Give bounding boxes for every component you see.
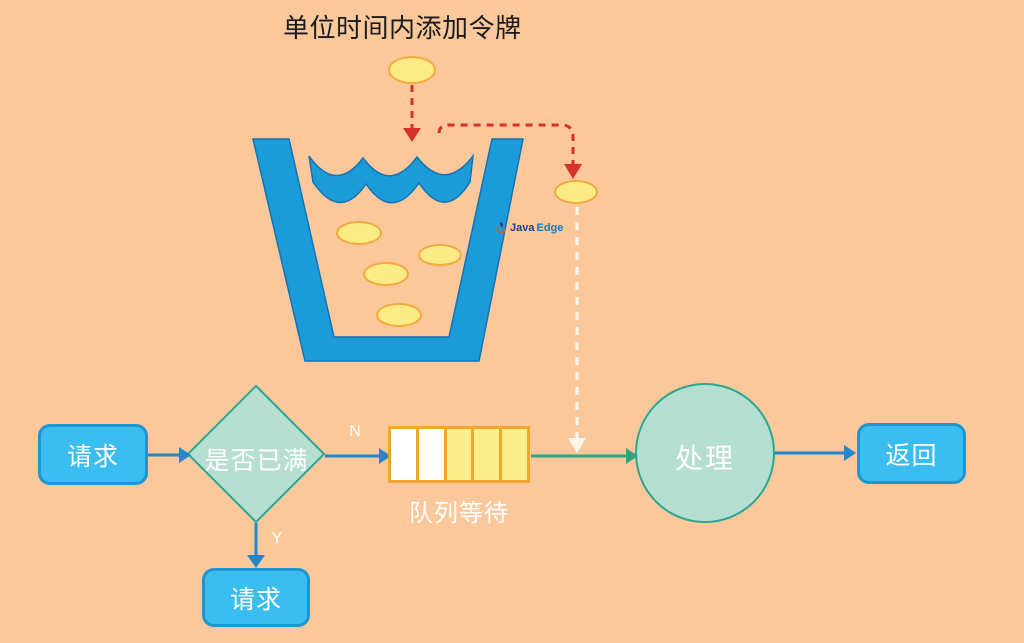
watermark-java: Java (510, 222, 535, 234)
queue-cell-empty (391, 429, 416, 480)
water-wave-shape (308, 153, 475, 204)
bucket-shape (252, 138, 524, 362)
bucket-token-icon (376, 303, 422, 327)
node-decision-label: 是否已满 (204, 447, 309, 475)
token-to-flow-arrowhead-icon (568, 438, 586, 453)
process-circle-shape (635, 383, 775, 523)
node-return-label: 返回 (885, 441, 938, 470)
token-drop-arrowhead-icon (403, 128, 421, 142)
overflow-token-arrowhead-icon (564, 164, 582, 179)
queue-cells (388, 426, 530, 483)
node-request-start-label: 请求 (66, 442, 119, 471)
watermark-edge: Edge (536, 222, 564, 234)
bucket-token-icon (363, 262, 409, 286)
queue-cell-filled (499, 429, 527, 480)
arrowhead-icon (844, 445, 856, 461)
overflow-token-icon (554, 180, 598, 204)
javaedge-logo-icon (496, 221, 506, 234)
branch-no-label: N (349, 423, 361, 440)
diagram-title: 单位时间内添加令牌 (283, 13, 522, 43)
queue-label: 队列等待 (409, 500, 509, 527)
incoming-token-icon (388, 56, 436, 84)
arrowhead-icon (379, 448, 391, 464)
branch-yes-label: Y (271, 530, 283, 547)
queue-cell-filled (443, 429, 472, 480)
bucket-token-icon (336, 221, 382, 245)
bucket-token-icon (418, 244, 462, 266)
queue-cell-filled (471, 429, 500, 480)
arrowhead-icon (247, 555, 265, 568)
decision-diamond-shape (186, 384, 326, 524)
node-request-rejected: 请求 (202, 568, 310, 627)
arrowhead-icon (626, 448, 638, 464)
node-return: 返回 (857, 423, 966, 484)
node-request-rejected-label: 请求 (229, 585, 282, 614)
arrowhead-icon (179, 447, 191, 463)
node-request-start: 请求 (38, 424, 148, 485)
queue-cell-empty (415, 429, 444, 480)
overflow-token-path (437, 123, 575, 164)
node-process-label: 处理 (674, 443, 735, 474)
